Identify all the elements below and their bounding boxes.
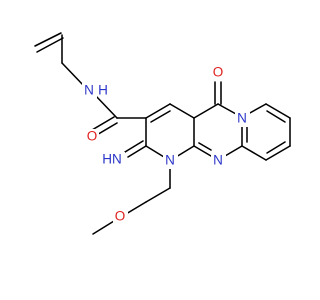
bond-ring-c9-c10-inner: [266, 141, 286, 154]
atom-n-imine-label: HN: [102, 152, 122, 167]
atom-n-ring-fused-label: N: [237, 111, 247, 126]
bond-ethyl-to-o: [125, 201, 147, 215]
bond-ring-n6-c7: [247, 103, 267, 115]
atom-o-amide: O: [84, 129, 99, 145]
atom-nh-amide-h: H: [98, 83, 108, 98]
atom-o-methoxy-label: O: [115, 209, 126, 224]
bond-ring-c7-c8: [265, 103, 291, 119]
bond-imine-double-b: [124, 140, 144, 153]
bond-ring-c11a-n11: [224, 145, 243, 157]
bond-ring-n11-c10a-inner: [198, 142, 212, 151]
bond-ring-n11-c10a: [193, 145, 212, 157]
bond-ethyl-1-2: [145, 187, 171, 203]
atom-n-ring-bridge-label: N: [213, 153, 223, 168]
atom-label-layer: N H O O N HN N N O: [82, 65, 250, 225]
bond-carbonyl-double-a: [91, 116, 115, 131]
atom-n-ring-fused: N: [235, 111, 250, 127]
bond-ring-c9-c10: [265, 145, 291, 161]
bond-imine-double-a: [127, 145, 147, 158]
atom-nh-amide-n: N: [84, 83, 94, 98]
bond-ring-c10a-n1: [175, 145, 195, 158]
atom-o-methoxy: O: [113, 209, 128, 225]
atom-n-ring-bridge: N: [211, 153, 226, 169]
chemical-structure: N H O O N HN N N O: [34, 32, 291, 235]
bond-ring-c4-c4a: [169, 103, 195, 119]
bond-ring-c3-c4: [145, 103, 171, 119]
atom-nh-amide: N H: [82, 83, 108, 99]
bond-ring-c5-n6: [217, 103, 237, 115]
bond-ring-n1-c2: [145, 145, 165, 158]
atom-o-ketone-label: O: [213, 65, 224, 80]
bond-allyl-to-nh: [61, 62, 85, 87]
atom-o-ketone: O: [211, 65, 226, 81]
bond-ring-c4a-c5: [193, 103, 219, 119]
bond-nh-to-carbonyl: [94, 94, 118, 119]
bond-ring-c10-c11a: [241, 145, 267, 161]
atom-o-amide-label: O: [87, 129, 98, 144]
bond-allyl-double-a: [34, 32, 62, 47]
bond-ring-c3-c4-inner: [150, 110, 171, 123]
bond-allyl-double-b: [36, 37, 64, 53]
bond-layer: [34, 32, 291, 235]
bond-ring-c7-c8-inner: [266, 110, 286, 123]
bond-o-methyl: [92, 220, 115, 235]
atom-n-imine: HN: [99, 152, 125, 168]
atom-n-ring-sub-label: N: [165, 153, 175, 168]
atom-n-ring-sub: N: [163, 153, 178, 169]
